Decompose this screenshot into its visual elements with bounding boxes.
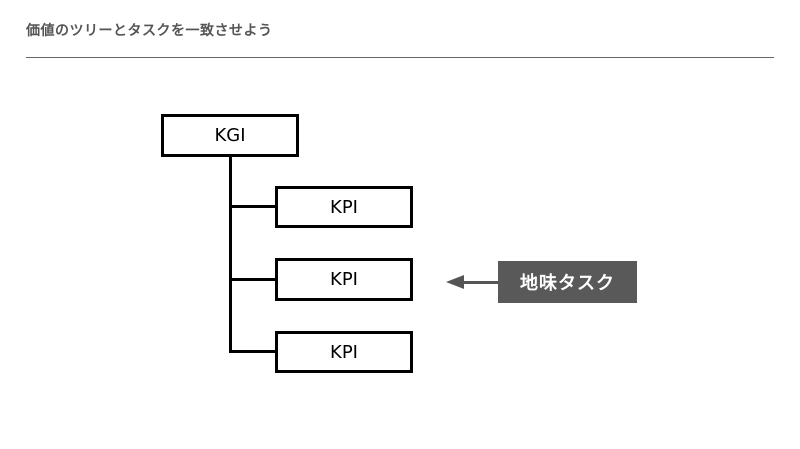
tree-trunk-line [229,154,232,352]
kgi-node: KGI [161,114,299,157]
tree-branch-line [229,205,277,208]
tree-branch-line [229,350,277,353]
kpi-node: KPI [275,186,413,228]
kpi-node: KPI [275,258,413,301]
arrow-left-icon [446,275,464,289]
tree-branch-line [229,278,277,281]
mundane-task-label: 地味タスク [498,261,637,303]
arrow-shaft [462,281,498,284]
title-divider [26,57,774,58]
kpi-node: KPI [275,331,413,373]
page-title: 価値のツリーとタスクを一致させよう [26,23,273,39]
